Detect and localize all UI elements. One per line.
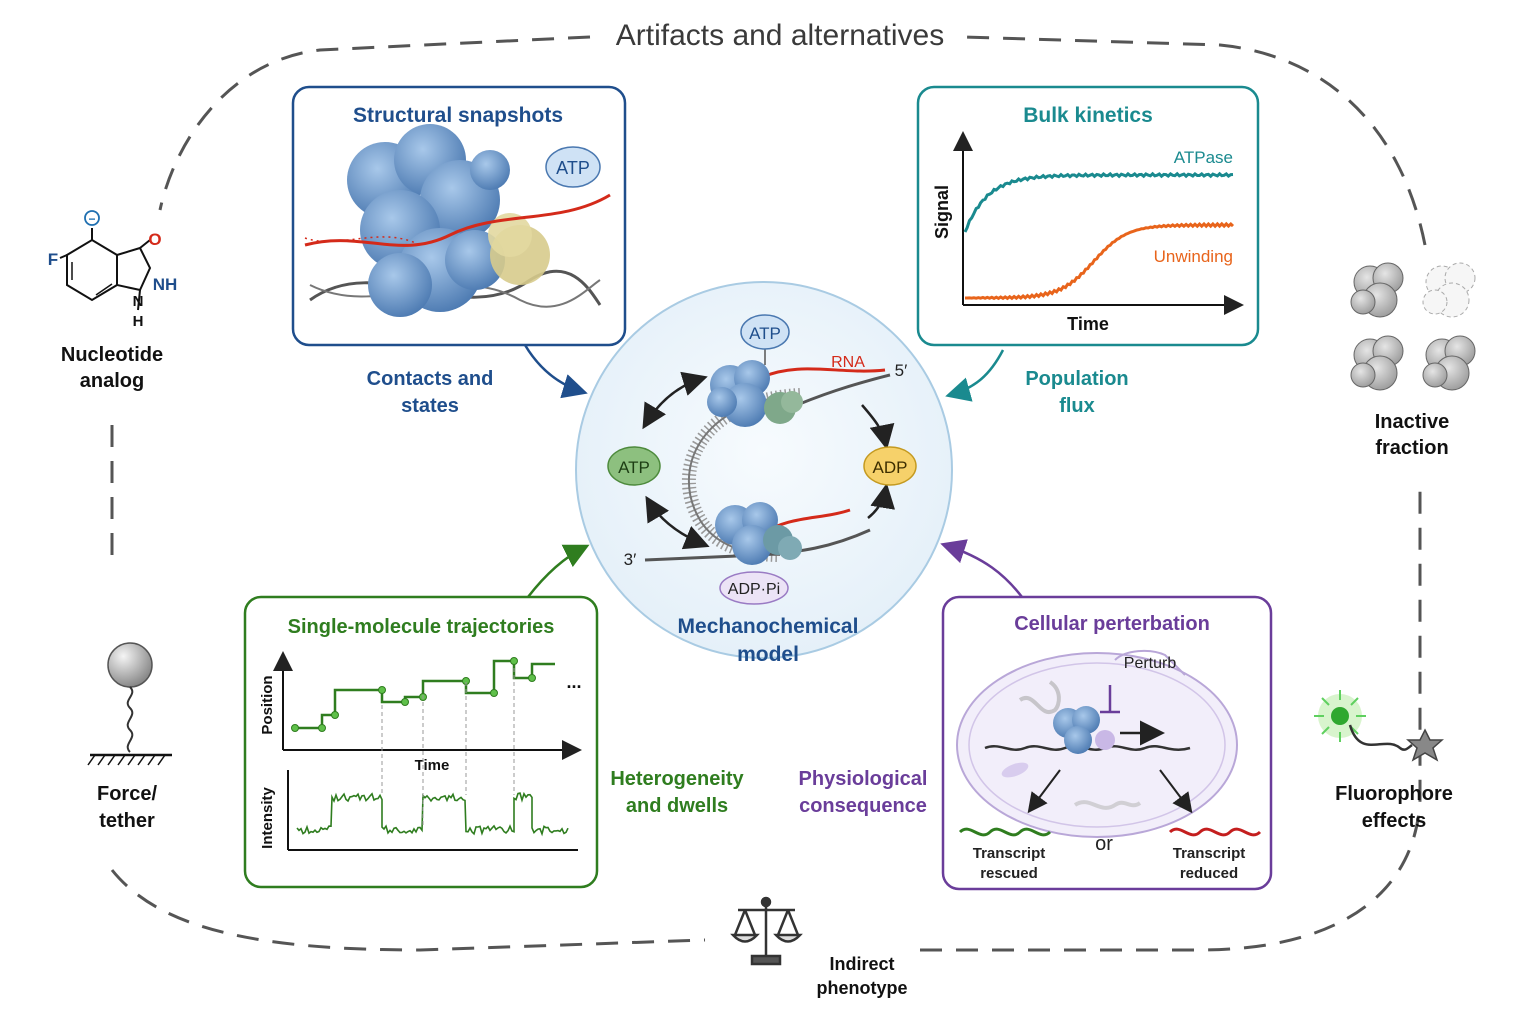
force-line2: tether: [99, 810, 155, 832]
position-step-point: [318, 724, 326, 732]
cellular-title: Cellular perterbation: [1014, 613, 1210, 635]
atp-badge-top: [740, 314, 790, 350]
atp-label-top: ATP: [749, 324, 781, 343]
fluorophore-line1: Fluorophore: [1335, 783, 1453, 805]
scale-icon: [730, 896, 803, 966]
rescued-line1: Transcript: [973, 845, 1046, 862]
adp-pi-label: ADP·Pi: [728, 581, 780, 598]
inactive-proteins-icon: [1350, 262, 1476, 391]
charge-label: −: [88, 212, 95, 226]
nucleotide-analog-structure: − F O NH N H: [48, 210, 178, 330]
atom-f: F: [48, 250, 58, 269]
force-tether-icon: [87, 642, 172, 766]
single-caption-line1: Heterogeneity: [610, 768, 744, 790]
fluorophore-icon: [1314, 690, 1444, 762]
nucleotide-line1: Nucleotide: [61, 344, 163, 366]
series-label-unwinding: Unwinding: [1154, 247, 1233, 266]
rna-label: RNA: [831, 354, 865, 371]
three-prime-label: 3′: [624, 550, 637, 569]
structural-caption-line2: states: [401, 395, 459, 417]
series-line-atpase: [963, 171, 1234, 233]
perturb-label: Perturb: [1124, 655, 1177, 672]
or-label: or: [1095, 833, 1113, 855]
force-line1: Force/: [97, 783, 157, 805]
protein-structure: [347, 124, 550, 317]
series-line-unwinding: [965, 221, 1235, 301]
position-step-point: [378, 686, 386, 694]
atom-o: O: [148, 230, 161, 249]
bulk-caption-line2: flux: [1059, 395, 1095, 417]
single-ellipsis: ...: [566, 672, 581, 692]
bulk-chart: Signal Time ATPase Unwinding: [932, 131, 1244, 334]
adp-pi-badge: [719, 571, 789, 605]
center-title-line1: Mechanochemical: [678, 615, 859, 638]
cellular-arrow: [940, 539, 1023, 598]
atp-label-left: ATP: [618, 458, 650, 477]
bulk-arrow: [945, 349, 1005, 402]
atp-label-structural: ATP: [556, 158, 590, 178]
center-model: ATP ATP ADP ADP·Pi RNA 5′ 3′ Mechanochem…: [575, 281, 953, 666]
phenotype-line2: phenotype: [816, 978, 907, 998]
cellular-panel: Cellular perterbation Perturb Transcript…: [941, 595, 1273, 891]
reduced-line1: Transcript: [1173, 845, 1246, 862]
position-step-point: [490, 689, 498, 697]
cellular-caption-line1: Physiological: [799, 768, 928, 790]
structural-arrow: [523, 344, 588, 399]
single-ylabel-bottom: Intensity: [259, 787, 276, 849]
main-title: Artifacts and alternatives: [616, 19, 945, 52]
center-title-line2: model: [737, 643, 799, 666]
fluorophore-line2: effects: [1362, 810, 1426, 832]
position-step-point: [401, 698, 409, 706]
position-step-point: [291, 724, 299, 732]
atp-badge-structural: [545, 146, 601, 188]
single-arrow: [527, 544, 590, 598]
charge-icon: [84, 210, 100, 226]
intensity-trace: [296, 791, 569, 837]
five-prime-label: 5′: [895, 361, 908, 380]
atom-nh: NH: [153, 275, 178, 294]
single-title: Single-molecule trajectories: [288, 616, 555, 638]
single-caption-line2: and dwells: [626, 795, 728, 817]
phenotype-line1: Indirect: [829, 954, 894, 974]
series-label-atpase: ATPase: [1174, 148, 1233, 167]
bulk-panel: Bulk kinetics Signal Time ATPase Unwindi…: [916, 85, 1260, 347]
atom-n: N: [133, 293, 144, 310]
rescued-line2: rescued: [980, 865, 1038, 882]
position-step-point: [528, 674, 536, 682]
atom-h: H: [133, 313, 144, 330]
structural-panel: Structural snapshots ATP: [291, 85, 627, 347]
position-step-point: [510, 657, 518, 665]
bulk-ylabel: Signal: [932, 185, 952, 239]
single-molecule-panel: Single-molecule trajectories Position Ti…: [243, 595, 599, 889]
position-step-point: [331, 711, 339, 719]
cellular-caption-line2: consequence: [799, 795, 927, 817]
single-ylabel-top: Position: [259, 675, 276, 734]
reduced-transcript: [1168, 827, 1262, 837]
structural-title: Structural snapshots: [353, 104, 563, 127]
bulk-title: Bulk kinetics: [1023, 104, 1153, 127]
nucleotide-line2: analog: [80, 370, 144, 392]
atp-badge-left: [607, 446, 661, 486]
rescued-transcript: [958, 827, 1052, 837]
adp-label-right: ADP: [873, 458, 908, 477]
structural-caption-line1: Contacts and: [367, 368, 494, 390]
bulk-caption-line1: Population: [1025, 368, 1128, 390]
inactive-line1: Inactive: [1375, 411, 1449, 433]
reduced-line2: reduced: [1180, 865, 1238, 882]
inactive-line2: fraction: [1375, 437, 1448, 459]
adp-badge-right: [863, 446, 917, 486]
bulk-xlabel: Time: [1067, 314, 1109, 334]
single-xlabel-top: Time: [415, 757, 450, 774]
